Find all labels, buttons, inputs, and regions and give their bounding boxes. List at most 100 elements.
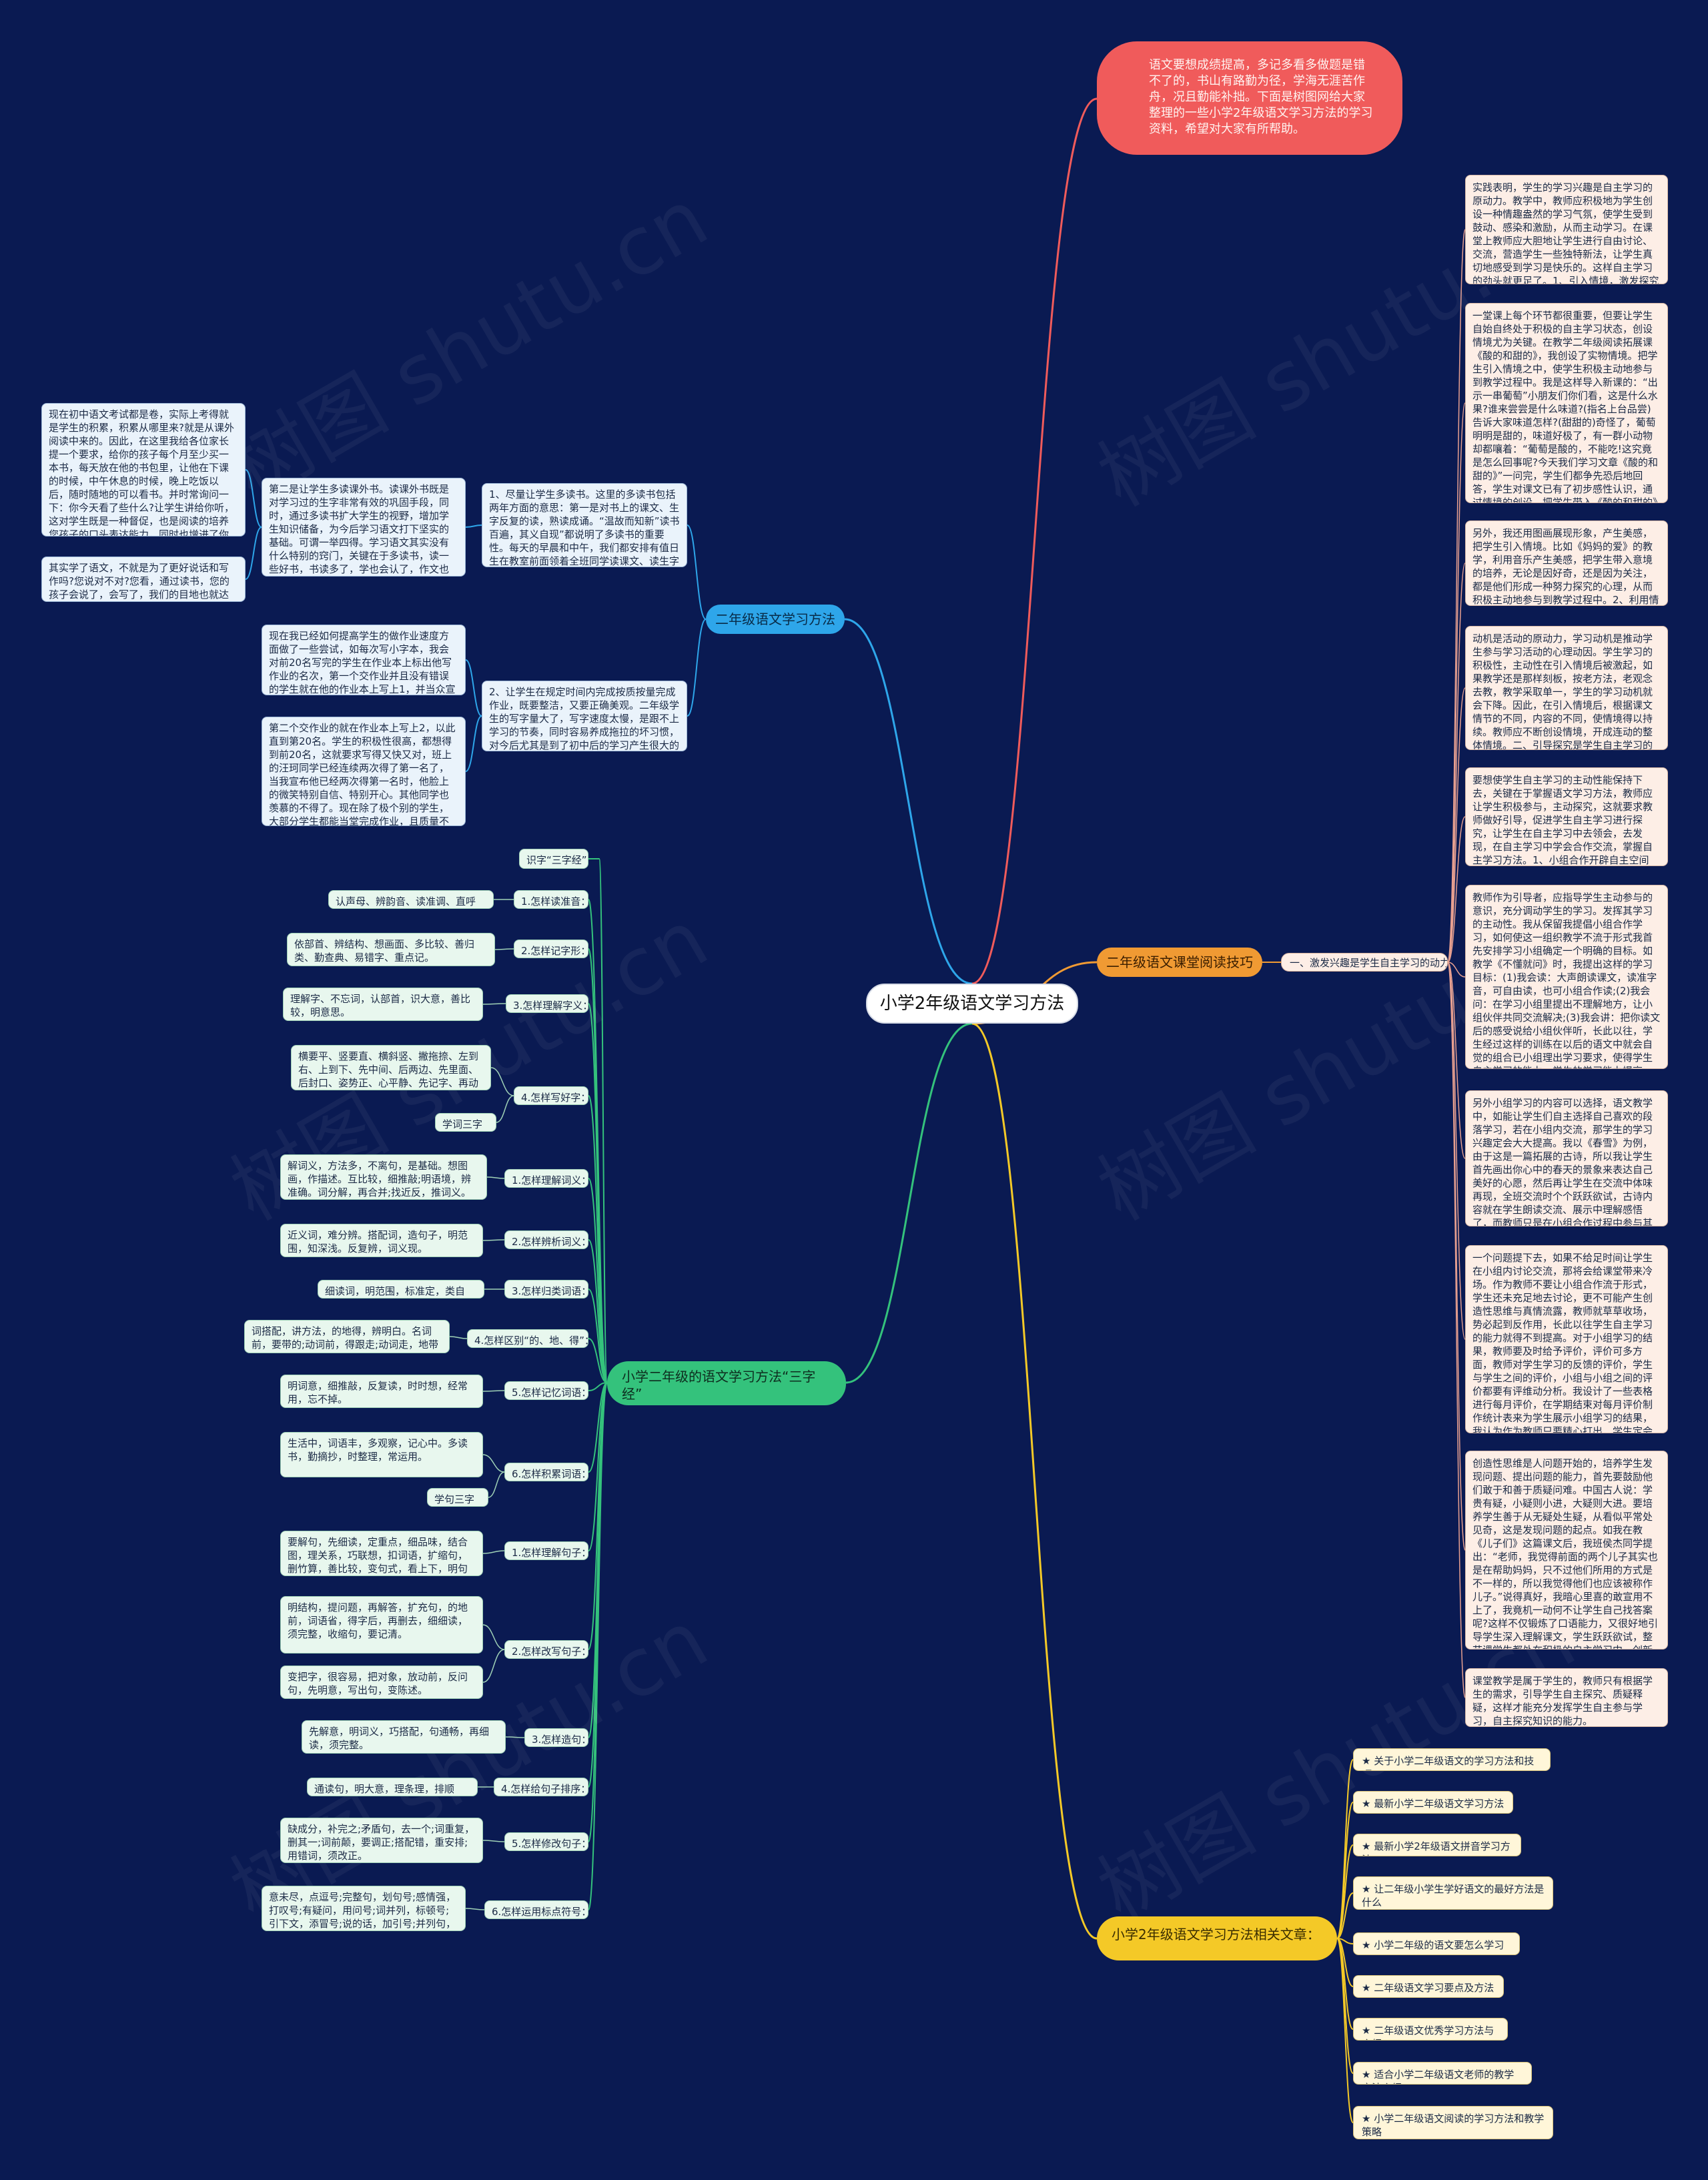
classic-group-label[interactable]: 5.怎样记忆词语： bbox=[504, 1381, 588, 1400]
connector bbox=[588, 1338, 608, 1383]
branch-reading-skills[interactable]: 二年级语文课堂阅读技巧 bbox=[1097, 948, 1262, 977]
classic-group-detail[interactable]: 词搭配，讲方法，的地得，辨明白。名词前，要带的;动词前，得跟走;动词走，地带头。 bbox=[244, 1320, 450, 1353]
classic-group-detail[interactable]: 变把字，很容易，把对象，放动前，反问句，先明意，写出句，变陈述。 bbox=[280, 1666, 483, 1699]
connector bbox=[482, 1454, 505, 1473]
reading-paragraph[interactable]: 创造性思维是人问题开始的，培养学生发现问题、提出问题的能力，首先要鼓励他们敢于和… bbox=[1465, 1451, 1668, 1650]
reading-paragraph[interactable]: 课堂教学是属于学生的，教师只有根据学生的需求，引导学生自主探究、质疑释疑，这样才… bbox=[1465, 1668, 1668, 1727]
connector bbox=[1447, 816, 1466, 963]
connector bbox=[449, 1336, 468, 1339]
homework-rank-detail[interactable]: 第二个交作业的就在作业本上写上2，以此直到第20名。学生的积极性很高，都想得到前… bbox=[262, 717, 466, 826]
connector bbox=[482, 1550, 505, 1554]
connector bbox=[971, 97, 1098, 985]
connector bbox=[494, 948, 514, 950]
classic-group-label[interactable]: 4.怎样给句子排序： bbox=[494, 1778, 588, 1796]
classic-group-detail[interactable]: 理解字、不忘词，认部首，识大意，善比较，明意思。 bbox=[283, 988, 483, 1021]
connector bbox=[486, 1176, 505, 1179]
branch-three-character-classic[interactable]: 小学二年级的语文学习方法“三字经” bbox=[607, 1361, 846, 1405]
related-article-link[interactable]: ★ 最新小学二年级语文学习方法 bbox=[1353, 1791, 1513, 1814]
reading-interest-node[interactable]: 一、激发兴趣是学生自主学习的动力 bbox=[1281, 953, 1448, 972]
reading-paragraph[interactable]: 要想使学生自主学习的主动性能保持下去，关键在于掌握语文学习方法，教师应让学生积极… bbox=[1465, 767, 1668, 866]
connector bbox=[465, 659, 482, 717]
branch-related-articles[interactable]: 小学2年级语文学习方法相关文章： bbox=[1097, 1916, 1337, 1960]
intro-node[interactable]: 语文要想成绩提高，多记多看多做题是错不了的，书山有路勤为径，学海无涯苦作舟，况且… bbox=[1097, 41, 1402, 155]
method-read-more[interactable]: 1、尽量让学生多读书。这里的多读书包括两年方面的意思：第一是对书上的课文、生字反… bbox=[482, 483, 687, 567]
connector bbox=[496, 1095, 514, 1123]
related-article-link[interactable]: ★ 适合小学二年级语文老师的教学方法介绍 bbox=[1353, 2062, 1532, 2085]
connector bbox=[1336, 1844, 1354, 1939]
classic-section-title[interactable]: 学词三字经 bbox=[435, 1113, 496, 1132]
connector bbox=[465, 1908, 485, 1910]
root-topic[interactable]: 小学2年级语文学习方法 bbox=[866, 984, 1078, 1024]
reading-paragraph[interactable]: 另外，我还用图画展现形象，产生美感，把学生引入情境。比如《妈妈的爱》的教学，利用… bbox=[1465, 520, 1668, 606]
related-article-link[interactable]: ★ 小学二年级语文阅读的学习方法和教学策略 bbox=[1353, 2106, 1553, 2139]
connector bbox=[482, 1649, 505, 1683]
classic-group-label[interactable]: 3.怎样理解字义： bbox=[506, 994, 588, 1013]
classic-group-label[interactable]: 6.怎样积累词语： bbox=[504, 1463, 588, 1481]
connector bbox=[482, 1624, 505, 1650]
classic-group-label[interactable]: 3.怎样造句： bbox=[524, 1728, 588, 1747]
classic-group-label[interactable]: 6.怎样运用标点符号： bbox=[484, 1900, 588, 1919]
related-article-link[interactable]: ★ 小学二年级的语文要怎么学习 bbox=[1353, 1932, 1520, 1955]
classic-group-detail[interactable]: 生活中，词语丰，多观察，记心中。多读书，勤摘抄，时整理，常运用。 bbox=[280, 1432, 483, 1477]
classic-group-label[interactable]: 4.怎样区别“的、地、得”： bbox=[467, 1329, 588, 1348]
classic-group-detail[interactable]: 要解句，先细读，定重点，细品味，结合图，理关系，巧联想，扣词语，扩缩句，删竹算，… bbox=[280, 1531, 483, 1576]
connector bbox=[1447, 962, 1466, 1698]
classic-group-detail[interactable]: 先解意，明词义，巧搭配，句通畅，再细读，须完整。 bbox=[302, 1720, 506, 1754]
classic-group-detail[interactable]: 解词义，方法多，不离句，是基础。想图画，作描述。互比较，细推敲;明语境，辨准确。… bbox=[280, 1154, 487, 1200]
classic-group-label[interactable]: 1.怎样读准音： bbox=[514, 890, 588, 909]
classic-group-detail[interactable]: 依部首、辨结构、想画面、多比较、善归类、勤查典、易错字、重点记。 bbox=[287, 933, 495, 966]
classic-group-detail[interactable]: 明结构，提问题，再解答，扩充句，的地前，词语省，得字后，再删去，细细读，须完整，… bbox=[280, 1596, 483, 1654]
reading-paragraph[interactable]: 一个问题提下去，如果不给足时间让学生在小组内讨论交流，那将会给课堂带来冷场。作为… bbox=[1465, 1245, 1668, 1433]
classic-group-detail[interactable]: 认声母、辨韵音、读准调、直呼出。 bbox=[328, 890, 494, 909]
connector bbox=[1336, 1892, 1354, 1939]
reading-paragraph[interactable]: 另外小组学习的内容可以选择，语文教学中，如能让学生们自主选择自己喜欢的段落学习，… bbox=[1465, 1090, 1668, 1226]
reading-paragraph[interactable]: 教师作为引导者，应指导学生主动参与的意识，充分调动学生的学习。发挥其学习的主动性… bbox=[1465, 885, 1668, 1069]
connector bbox=[588, 1178, 608, 1383]
related-article-link[interactable]: ★ 让二年级小学生学好语文的最好方法是什么 bbox=[1353, 1876, 1553, 1910]
classic-group-detail[interactable]: 通读句，明大意，理条理，排顺序。 bbox=[307, 1778, 478, 1796]
reading-paragraph[interactable]: 实践表明，学生的学习兴趣是自主学习的原动力。教学中，教师应积极地为学生创设一种情… bbox=[1465, 175, 1668, 284]
classic-group-label[interactable]: 3.怎样归类词语： bbox=[504, 1280, 588, 1299]
method-read-extracurricular[interactable]: 第二是让学生多读课外书。读课外书既是对学习过的生字非常有效的巩固手段，同时，通过… bbox=[262, 478, 466, 577]
connector bbox=[687, 619, 707, 717]
related-article-link[interactable]: ★ 二年级语文优秀学习方法与介绍 bbox=[1353, 2018, 1508, 2041]
connector bbox=[588, 1382, 608, 1473]
literacy-classic-title[interactable]: 识字“三字经” bbox=[519, 849, 588, 869]
connector bbox=[245, 526, 262, 580]
classic-group-label[interactable]: 1.怎样理解句子： bbox=[504, 1541, 588, 1560]
classic-group-detail[interactable]: 意未尽，点逗号;完整句，划句号;感情强，打叹号;有疑问，用问号;词并列，标顿号;… bbox=[262, 1886, 466, 1931]
reading-paragraph[interactable]: 动机是活动的原动力，学习动机是推动学生参与学习活动的心理动因。学生学习的积极性，… bbox=[1465, 626, 1668, 750]
reading-paragraph[interactable]: 一堂课上每个环节都很重要，但要让学生自始自终处于积极的自主学习状态，创设情境尤为… bbox=[1465, 303, 1668, 503]
classic-group-label[interactable]: 2.怎样改写句子： bbox=[504, 1640, 588, 1659]
connector bbox=[845, 1022, 973, 1384]
related-article-link[interactable]: ★ 二年级语文学习要点及方法 bbox=[1353, 1975, 1504, 1998]
connector bbox=[245, 469, 262, 528]
connector bbox=[488, 1471, 505, 1498]
note-reading-goal[interactable]: 其实学了语文，不就是为了更好说话和写作吗?您说对不对?您看，通过读书，您的孩子会… bbox=[41, 557, 246, 602]
classic-group-label[interactable]: 1.怎样理解词义： bbox=[504, 1169, 588, 1188]
classic-group-detail[interactable]: 明词意，细推敲，反复读，时时想，经常用，忘不掉。 bbox=[280, 1375, 483, 1408]
connector bbox=[588, 1289, 608, 1383]
classic-group-detail[interactable]: 近义词，难分辨。搭配词，造句子，明范围，知深浅。反复辨，词义现。 bbox=[280, 1224, 483, 1257]
classic-group-label[interactable]: 2.怎样辨析词义： bbox=[504, 1230, 588, 1249]
connector bbox=[598, 858, 608, 1383]
classic-group-detail[interactable]: 缺成分，补完之;矛盾句，去一个;词重复，删其一;词前颠，要调正;搭配错，重安排;… bbox=[280, 1818, 483, 1863]
classic-section-title[interactable]: 学句三字经 bbox=[427, 1488, 488, 1507]
classic-group-detail[interactable]: 细读词，明范围，标准定，类自明。 bbox=[318, 1280, 484, 1299]
connector bbox=[482, 1840, 505, 1842]
branch-study-methods[interactable]: 二年级语文学习方法 bbox=[706, 605, 845, 634]
classic-group-label[interactable]: 4.怎样写好字： bbox=[514, 1086, 588, 1105]
classic-group-label[interactable]: 5.怎样修改句子： bbox=[504, 1832, 588, 1851]
classic-group-label[interactable]: 2.怎样记字形： bbox=[514, 940, 588, 958]
homework-rank-intro[interactable]: 现在我已经如何提高学生的做作业速度方面做了一些尝试，如每次写小字本，我会对前20… bbox=[262, 625, 466, 695]
classic-group-detail[interactable]: 横要平、竖要直、横斜竖、撇拖捺、左到右、上到下、先中间、后两边、先里面、后封口、… bbox=[291, 1045, 491, 1090]
connector bbox=[844, 618, 973, 985]
connector bbox=[1447, 962, 1466, 1340]
note-accumulation[interactable]: 现在初中语文考试都是卷，实际上考得就是学生的积累，积累从哪里来?就是从课外阅读中… bbox=[41, 403, 246, 536]
method-homework-speed[interactable]: 2、让学生在规定时间内完成按质按量完成作业，既要整洁，又要正确美观。二年级学生的… bbox=[482, 681, 687, 751]
related-article-link[interactable]: ★ 关于小学二年级语文的学习方法和技巧 bbox=[1353, 1748, 1551, 1771]
connector bbox=[588, 1382, 608, 1910]
related-article-link[interactable]: ★ 最新小学2年级语文拼音学习方法 bbox=[1353, 1834, 1521, 1856]
connector bbox=[1447, 962, 1466, 1159]
